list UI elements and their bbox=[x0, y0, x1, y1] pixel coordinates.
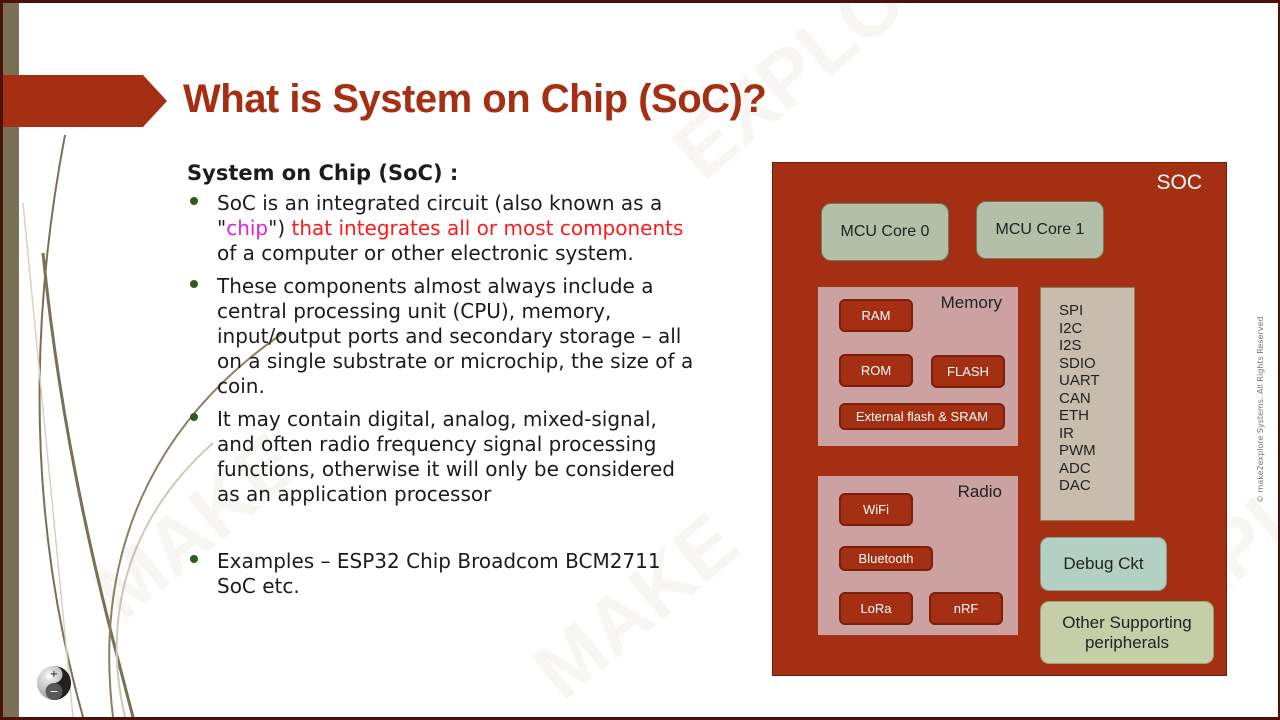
copyright-text: © make2explore Systems. All Rights Reser… bbox=[1256, 316, 1265, 503]
memory-group: Memory RAM ROM FLASH External flash & SR… bbox=[818, 287, 1018, 446]
highlight-chip: chip bbox=[226, 216, 269, 240]
bullet-list: SoC is an integrated circuit (also known… bbox=[187, 191, 697, 599]
slide: MAKE MAKE EXPLORE EXPLORE What is System… bbox=[3, 3, 1278, 717]
peripherals-list: SPI I2C I2S SDIO UART CAN ETH IR PWM ADC… bbox=[1040, 287, 1135, 521]
peripheral-item: UART bbox=[1059, 372, 1100, 389]
left-accent-bar bbox=[3, 3, 19, 717]
nrf-block: nRF bbox=[929, 592, 1003, 625]
wifi-block: WiFi bbox=[839, 493, 913, 526]
memory-title: Memory bbox=[940, 293, 1002, 312]
title-arrow-banner bbox=[3, 75, 167, 127]
text-content: System on Chip (SoC) : SoC is an integra… bbox=[187, 161, 697, 607]
highlight-integrates: that integrates all or most components bbox=[291, 216, 684, 240]
other-peripherals-block: Other Supporting peripherals bbox=[1040, 601, 1214, 664]
debug-circuit-block: Debug Ckt bbox=[1040, 537, 1167, 591]
rom-block: ROM bbox=[839, 354, 913, 387]
peripheral-item: ADC bbox=[1059, 459, 1091, 477]
bullet-text: of a computer or other electronic system… bbox=[217, 241, 634, 265]
bullet-text: It may contain digital, analog, mixed-si… bbox=[217, 407, 675, 506]
peripheral-item: I2C bbox=[1059, 319, 1083, 337]
mcu-core-0: MCU Core 0 bbox=[821, 203, 949, 261]
zoom-plus-minus-icon[interactable]: + − bbox=[36, 665, 72, 701]
peripheral-item: SDIO bbox=[1059, 354, 1096, 372]
soc-diagram: SOC MCU Core 0 MCU Core 1 Memory RAM ROM… bbox=[772, 162, 1227, 676]
radio-title: Radio bbox=[957, 482, 1002, 501]
bullet-icon bbox=[190, 413, 198, 421]
peripheral-item: CAN bbox=[1059, 389, 1091, 407]
bullet-item: Examples – ESP32 Chip Broadcom BCM2711 S… bbox=[187, 549, 697, 599]
subheading: System on Chip (SoC) : bbox=[187, 161, 459, 185]
peripheral-item: ETH bbox=[1059, 407, 1089, 424]
bullet-item: It may contain digital, analog, mixed-si… bbox=[187, 407, 697, 507]
bullet-item: SoC is an integrated circuit (also known… bbox=[187, 191, 697, 266]
bluetooth-block: Bluetooth bbox=[839, 546, 933, 571]
soc-label: SOC bbox=[1156, 171, 1202, 194]
radio-group: Radio WiFi Bluetooth LoRa nRF bbox=[818, 476, 1018, 635]
bullet-text: ") bbox=[268, 216, 292, 240]
peripheral-item: SPI bbox=[1059, 302, 1084, 319]
lora-block: LoRa bbox=[839, 592, 913, 625]
ram-block: RAM bbox=[839, 299, 913, 332]
peripheral-item: IR bbox=[1059, 424, 1074, 442]
bullet-icon bbox=[190, 197, 198, 205]
bullet-text: Examples – ESP32 Chip Broadcom BCM2711 S… bbox=[217, 549, 661, 598]
svg-text:+: + bbox=[50, 669, 58, 680]
bullet-icon bbox=[190, 555, 198, 563]
mcu-core-1: MCU Core 1 bbox=[976, 201, 1104, 259]
peripheral-item: PWM bbox=[1059, 442, 1096, 459]
peripheral-item: DAC bbox=[1059, 477, 1091, 494]
svg-text:−: − bbox=[49, 685, 58, 698]
bullet-text: SoC is an integrated circuit (also known… bbox=[217, 191, 663, 240]
bullet-icon bbox=[190, 280, 198, 288]
bullet-text: These components almost always include a… bbox=[217, 274, 694, 398]
page-title: What is System on Chip (SoC)? bbox=[183, 77, 767, 121]
peripheral-item: I2S bbox=[1059, 337, 1082, 354]
bullet-item: These components almost always include a… bbox=[187, 274, 697, 399]
external-flash-sram-block: External flash & SRAM bbox=[839, 403, 1005, 430]
flash-block: FLASH bbox=[931, 355, 1005, 388]
